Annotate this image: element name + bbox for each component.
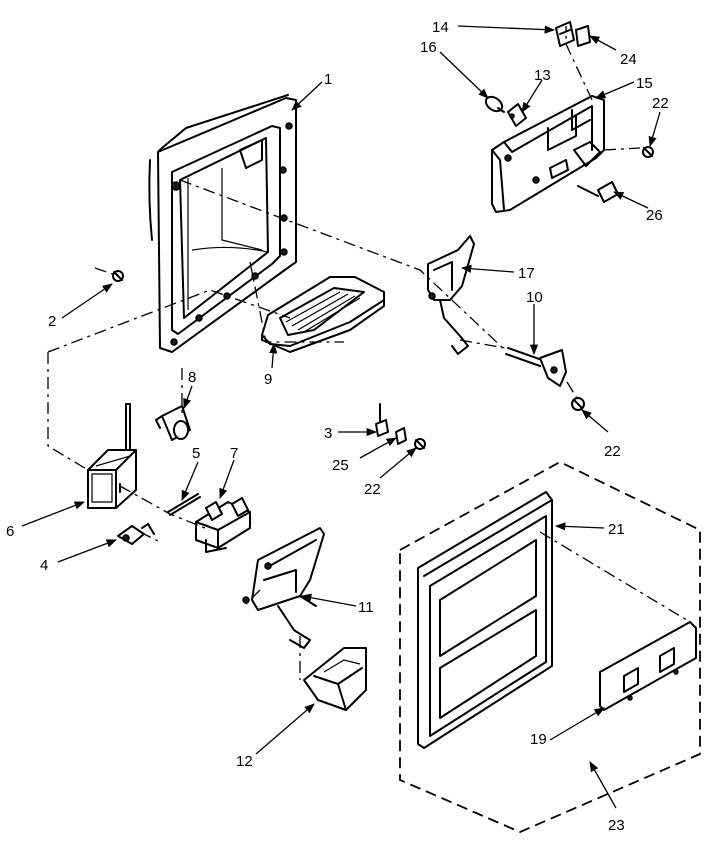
callout-11: 11: [358, 599, 374, 616]
screw-22-top: [642, 146, 654, 158]
light-bulb: [484, 95, 505, 113]
callout-9: 9: [264, 371, 272, 388]
control-housing: [491, 95, 605, 213]
callout-22-lower: 22: [364, 481, 381, 498]
callout-23: 23: [608, 817, 625, 834]
callout-25: 25: [332, 457, 349, 474]
connector: [577, 181, 619, 203]
screw-2: [112, 270, 124, 282]
light-socket: [507, 103, 527, 127]
callout-leaders: [21, 25, 661, 809]
insulator-25: [395, 427, 407, 445]
control-panel-overlay: [599, 621, 697, 711]
callout-4: 4: [40, 557, 48, 574]
callout-26: 26: [646, 207, 663, 224]
ice-chute-lever: [242, 527, 325, 649]
dispenser-housing-frame: [148, 94, 297, 353]
callout-21: 21: [608, 521, 625, 538]
hinge-bracket: [195, 497, 251, 553]
callout-19: 19: [530, 731, 547, 748]
ice-chute-cup: [303, 647, 367, 711]
screw-22-middle: [571, 397, 585, 411]
lamp-socket: [155, 405, 191, 441]
pin: [167, 493, 201, 516]
solenoid-module: [87, 403, 137, 509]
micro-switch: [375, 403, 389, 437]
callout-17: 17: [518, 265, 535, 282]
insulator: [575, 25, 591, 47]
drip-tray-grille: [261, 276, 385, 353]
assembly-centerlines: [47, 26, 691, 680]
door-assembly-boundary: [399, 460, 701, 833]
switch: [117, 523, 155, 545]
dispenser-door-panel: [417, 491, 553, 749]
callout-3: 3: [324, 425, 332, 442]
callout-10: 10: [526, 289, 543, 306]
callout-7: 7: [230, 445, 238, 462]
callout-1: 1: [324, 71, 332, 88]
callout-12: 12: [236, 753, 253, 770]
callout-labels: 1 2 3 4 5 6 7 8 9 10 11 12 13 14 15 16 1…: [6, 19, 669, 834]
callout-24: 24: [620, 51, 637, 68]
switch-small: [555, 21, 575, 47]
actuator-arm: [505, 347, 567, 387]
callout-22-top: 22: [652, 95, 669, 112]
callout-6: 6: [6, 523, 14, 540]
callout-2: 2: [48, 313, 56, 330]
callout-5: 5: [192, 445, 200, 462]
callout-13: 13: [534, 67, 551, 84]
dispenser-lever: [427, 235, 475, 355]
callout-22-middle: 22: [604, 443, 621, 460]
callout-15: 15: [636, 75, 653, 92]
callout-8: 8: [188, 369, 196, 386]
screw-22-lower: [414, 438, 426, 450]
callout-16: 16: [420, 39, 437, 56]
callout-14: 14: [432, 19, 449, 36]
